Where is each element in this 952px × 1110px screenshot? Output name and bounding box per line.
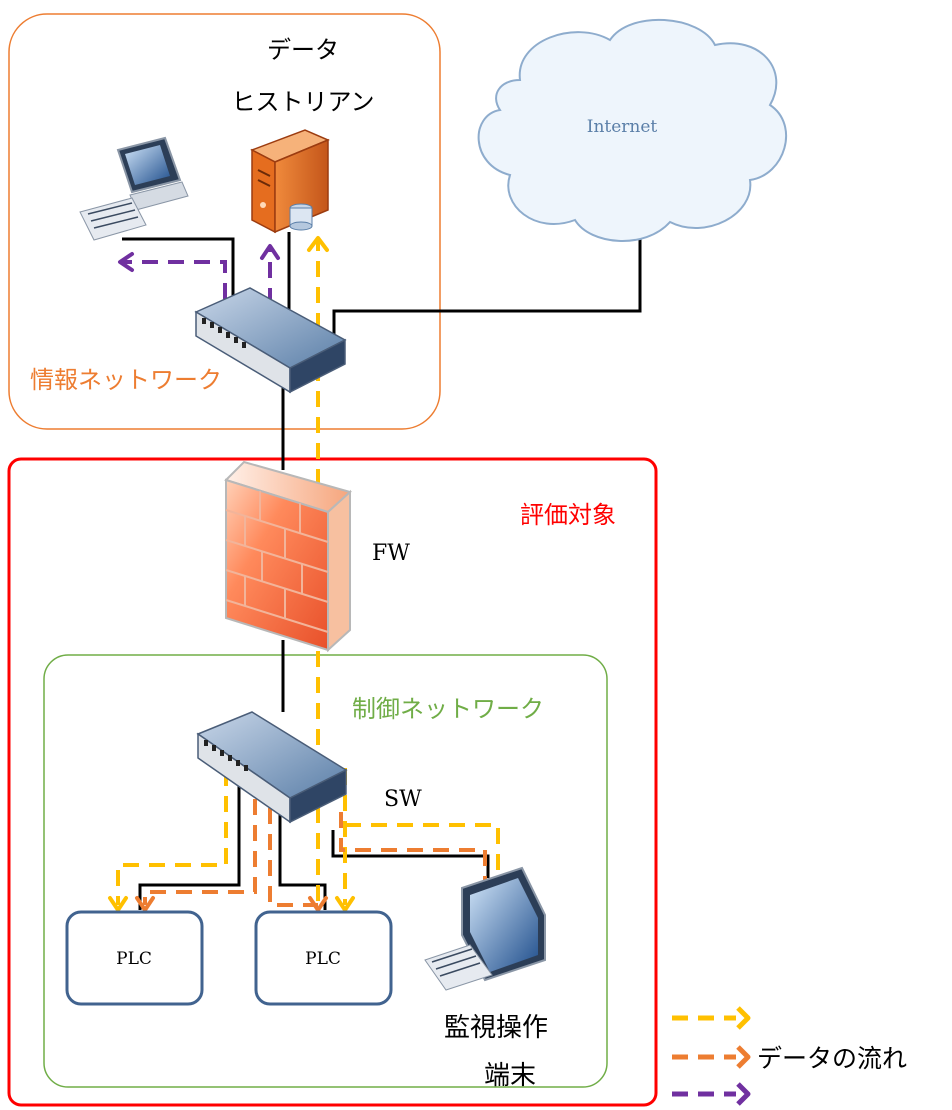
- internet-label: Internet: [587, 117, 658, 137]
- monitoring-terminal-icon: [424, 866, 546, 991]
- firewall-label: FW: [372, 541, 410, 566]
- plc-right-box: [254, 910, 393, 1006]
- firewall-icon: [224, 460, 353, 653]
- terminal-label-line1: 監視操作: [444, 1013, 548, 1043]
- evaluation-target-zone: [7, 457, 658, 1107]
- internet-cloud-icon: [477, 19, 787, 242]
- pc-icon: [79, 136, 189, 241]
- plc-left-box: [65, 910, 204, 1006]
- flow-arrowheads: [108, 236, 508, 912]
- historian-label-line1: データ: [267, 36, 339, 64]
- legend-swatch-orange: [672, 1045, 751, 1069]
- switch-label: SW: [384, 787, 422, 812]
- terminal-label-line2: 端末: [484, 1061, 536, 1091]
- historian-label-line2: ヒストリアン: [231, 88, 374, 116]
- control-network-zone: [43, 654, 608, 1088]
- evaluation-target-label: 評価対象: [520, 501, 616, 529]
- control-switch-icon: [196, 711, 348, 824]
- legend: データの流れ: [672, 1006, 907, 1106]
- info-network-label: 情報ネットワーク: [30, 366, 222, 394]
- plc-left-label: PLC: [116, 949, 152, 969]
- control-network-label: 制御ネットワーク: [352, 695, 544, 723]
- legend-swatch-yellow: [672, 1006, 751, 1030]
- legend-label: データの流れ: [757, 1044, 907, 1073]
- data-historian-server-icon: [250, 129, 330, 234]
- plc-right-label: PLC: [305, 949, 341, 969]
- legend-swatch-purple: [672, 1082, 751, 1106]
- network-links: [122, 225, 642, 910]
- info-switch-icon: [194, 287, 347, 394]
- info-network-zone: [8, 13, 441, 430]
